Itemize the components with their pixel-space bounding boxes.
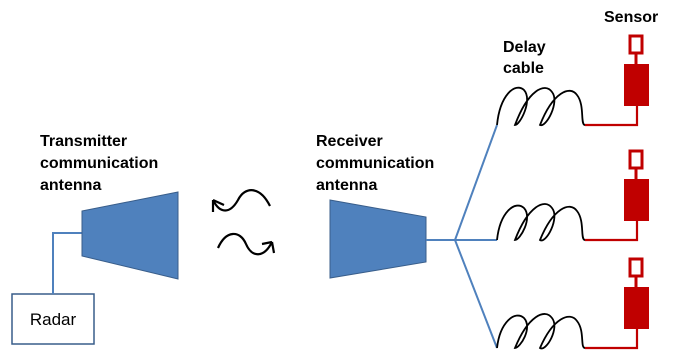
radar-box — [11, 293, 95, 345]
delay-cable-label-line1: Delay — [503, 39, 546, 56]
wireless-signal-icon — [211, 189, 276, 256]
radar-feed-line — [52, 232, 82, 294]
sensor-body — [624, 287, 649, 329]
receiver-label-line1: Receiver — [316, 133, 383, 150]
radar-block: Radar — [11, 293, 95, 345]
sensor-antenna-tip — [628, 257, 644, 278]
sensor-bottom — [624, 257, 649, 329]
sensor-body — [624, 179, 649, 221]
delay-cable-middle — [496, 203, 586, 242]
sensor-antenna-tip — [628, 149, 644, 170]
sensor-body — [624, 64, 649, 106]
transmitter-antenna — [81, 191, 179, 280]
splitter-lines — [426, 124, 498, 349]
sensor-antenna-tip — [628, 34, 644, 55]
delay-cable-bottom — [496, 313, 586, 350]
receiver-antenna — [329, 199, 427, 279]
receiver-label-line2: communication — [316, 155, 434, 172]
transmitter-label-line3: antenna — [40, 177, 101, 194]
sensor-feed-lines — [585, 106, 639, 350]
delay-cable-label-line2: cable — [503, 60, 544, 77]
sensor-top — [624, 34, 649, 106]
radar-label: Radar — [30, 310, 77, 329]
wave-arrow-right — [216, 232, 273, 256]
delay-cable-top — [496, 86, 586, 126]
sensor-label: Sensor — [604, 9, 658, 26]
transmitter-label-line1: Transmitter — [40, 133, 127, 150]
sensor-middle — [624, 149, 649, 221]
receiver-label-line3: antenna — [316, 177, 377, 194]
wave-arrow-left — [212, 189, 271, 212]
transmitter-label-line2: communication — [40, 155, 158, 172]
